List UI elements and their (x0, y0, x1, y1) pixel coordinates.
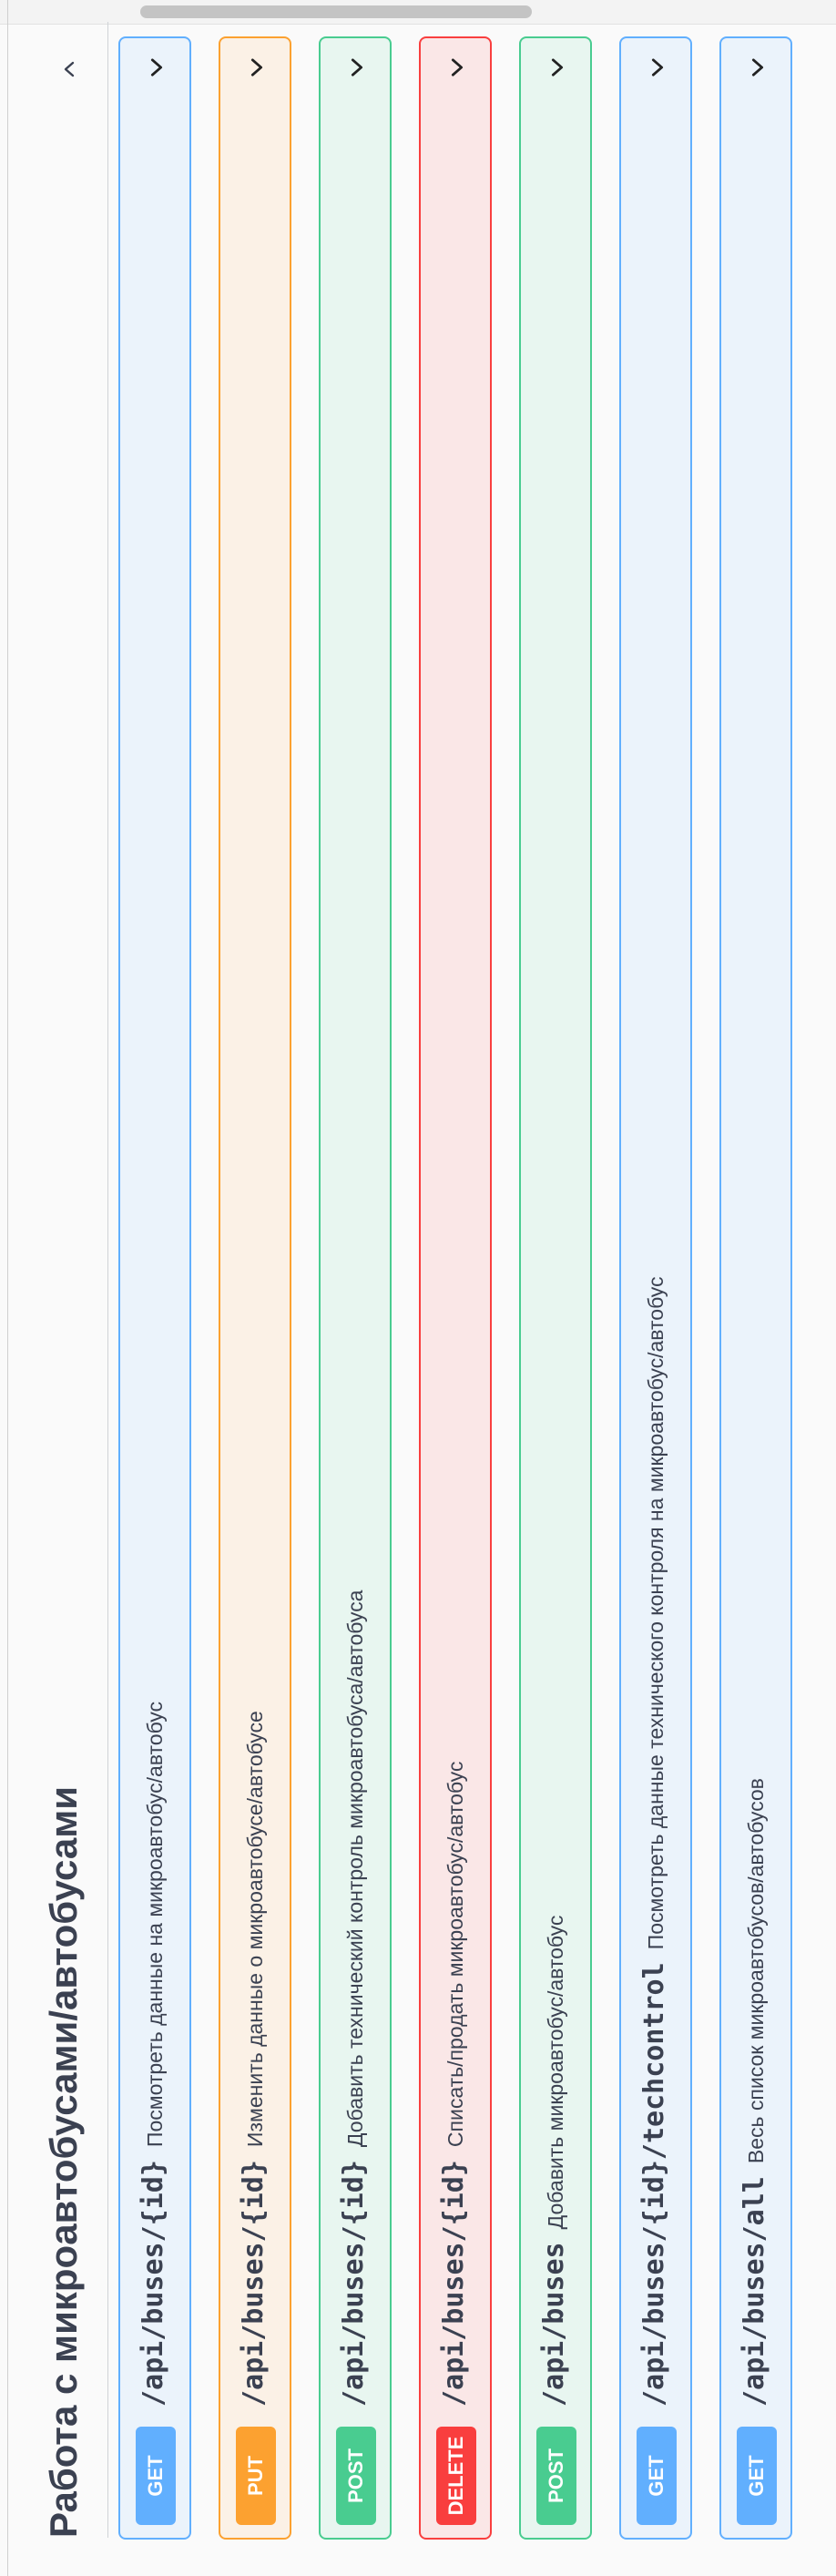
method-badge: DELETE (436, 2427, 476, 2525)
operation-get-bus[interactable]: GET /api/buses/{id} Посмотреть данные на … (118, 36, 191, 2540)
operation-post-bus[interactable]: POST /api/buses Добавить микроавтобус/авт… (519, 36, 592, 2540)
chevron-down-icon[interactable] (645, 55, 670, 80)
path-text: /api/buses/{id}/techcontrol (638, 1962, 670, 2407)
operation-path: /api/buses/{id} Добавить технический конт… (338, 1590, 370, 2407)
chevron-down-icon[interactable] (745, 55, 770, 80)
path-text: /api/buses/{id} (238, 2160, 270, 2407)
operation-get-all-buses[interactable]: GET /api/buses/all Весь список микроавтоб… (719, 36, 792, 2540)
method-badge: GET (737, 2427, 777, 2525)
method-badge: POST (336, 2427, 376, 2525)
path-text: /api/buses/{id} (438, 2160, 470, 2407)
section-header[interactable]: Работа с микроавтобусами/автобусами (25, 22, 108, 2538)
method-badge: GET (637, 2427, 677, 2525)
operation-description: Списать/продать микроавтобус/автобус (443, 1761, 467, 2148)
operation-description: Посмотреть данные на микроавтобус/автобу… (143, 1702, 167, 2148)
chevron-down-icon[interactable] (545, 55, 570, 80)
path-text: /api/buses/{id} (138, 2160, 169, 2407)
operation-description: Весь список микроавтобусов/автобусов (744, 1778, 768, 2164)
method-badge: POST (536, 2427, 576, 2525)
chevron-down-icon[interactable] (244, 55, 270, 80)
operation-description: Добавить технический контроль микроавтоб… (343, 1590, 367, 2148)
operation-get-techcontrol[interactable]: GET /api/buses/{id}/techcontrol Посмотрет… (619, 36, 692, 2540)
method-badge: PUT (236, 2427, 276, 2525)
operation-path: /api/buses Добавить микроавтобус/автобус (538, 1916, 570, 2407)
section-title: Работа с микроавтобусами/автобусами (42, 1785, 85, 2538)
operation-description: Добавить микроавтобус/автобус (544, 1915, 567, 2230)
path-text: /api/buses/all (739, 2176, 770, 2407)
operation-path: /api/buses/all Весь список микроавтобусов… (739, 1778, 770, 2407)
chevron-down-icon[interactable] (144, 55, 169, 80)
operation-post-techcontrol[interactable]: POST /api/buses/{id} Добавить технический… (319, 36, 392, 2540)
operation-path: /api/buses/{id} Списать/продать микроавто… (438, 1762, 470, 2407)
operation-path: /api/buses/{id} Посмотреть данные на микр… (138, 1702, 169, 2407)
chevron-down-icon[interactable] (344, 55, 370, 80)
operation-delete-bus[interactable]: DELETE /api/buses/{id} Списать/продать ми… (419, 36, 492, 2540)
method-badge: GET (136, 2427, 176, 2525)
operation-path: /api/buses/{id}/techcontrol Посмотреть да… (638, 1277, 670, 2407)
operation-description: Посмотреть данные технического контроля … (644, 1276, 668, 1950)
scrollbar-thumb[interactable] (140, 5, 532, 18)
path-text: /api/buses (538, 2242, 570, 2407)
operation-description: Изменить данные о микроавтобусе/автобусе (243, 1711, 267, 2148)
horizontal-scrollbar[interactable] (0, 0, 836, 25)
operation-put-bus[interactable]: PUT /api/buses/{id} Изменить данные о мик… (219, 36, 291, 2540)
path-text: /api/buses/{id} (338, 2160, 370, 2407)
chevron-down-icon[interactable] (444, 55, 470, 80)
divider (7, 0, 8, 2576)
chevron-up-icon[interactable] (58, 58, 80, 80)
operation-path: /api/buses/{id} Изменить данные о микроав… (238, 1711, 270, 2407)
